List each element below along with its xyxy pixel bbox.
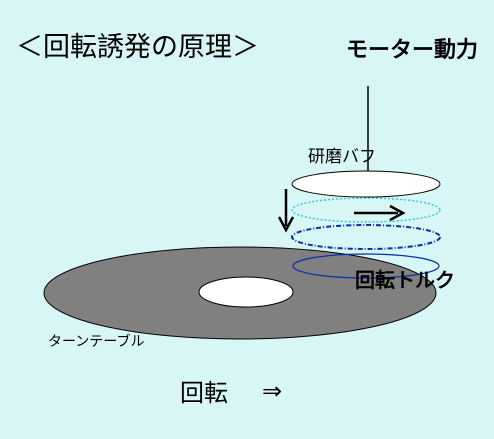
buff-ring-dotted-dark (291, 224, 441, 250)
motor-power-label: モーター動力 (346, 38, 478, 63)
rotation-label: 回転 (180, 379, 228, 407)
buff-ring-solid (292, 253, 440, 279)
rotation-arrow-icon: ⇒ (262, 377, 282, 405)
down-arrow-icon (277, 189, 295, 233)
turntable-label: ターンテーブル (48, 333, 144, 350)
buff-label: 研磨バフ (308, 147, 376, 167)
rotation-torque-label: 回転トルク (355, 268, 455, 292)
diagram-title: ＜回転誘発の原理＞ (16, 32, 259, 63)
polishing-buff-disk (291, 170, 441, 198)
turntable-center-hole (198, 276, 294, 308)
buff-ring-dotted-light (291, 197, 441, 223)
right-arrow-icon (354, 204, 406, 222)
